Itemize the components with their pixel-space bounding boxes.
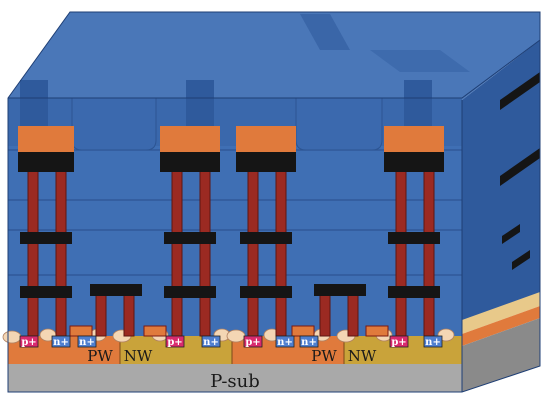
side-face-stripe-orange <box>462 306 540 346</box>
side-metal-stripe-2 <box>500 148 540 186</box>
diffusion-box-1 <box>19 335 39 348</box>
well-label-nw-2: NW <box>348 347 377 365</box>
diffusion-label-7: n+ <box>277 337 293 348</box>
diffusion-box-10 <box>423 335 443 348</box>
top-surface <box>8 12 540 100</box>
via-stack-short-1 <box>90 284 142 337</box>
diffusion-label-10: n+ <box>425 337 441 348</box>
trench-5 <box>404 80 432 130</box>
top-surface-notch <box>370 50 470 72</box>
side-metal-stripe-4 <box>512 250 530 270</box>
side-face-stripe-tan <box>462 292 540 334</box>
trench-2 <box>295 97 383 151</box>
trench-4 <box>186 80 214 130</box>
diffusion-label-3: n+ <box>79 337 95 348</box>
well-label-nw-1: NW <box>124 347 153 365</box>
diffusion-label-8: n+ <box>301 337 317 348</box>
diffusion-box-3 <box>77 335 97 348</box>
diffusion-label-1: p+ <box>21 337 36 348</box>
diffusion-box-2 <box>51 335 71 348</box>
substrate-label: P-sub <box>210 371 260 392</box>
side-face-substrate <box>462 318 540 392</box>
diffusion-box-8 <box>299 335 319 348</box>
diffusion-box-9 <box>389 335 409 348</box>
top-surface-ridge <box>300 14 350 50</box>
diffusion-regions: p+ n+ n+ p+ n+ p+ n+ n+ p+ n+ <box>19 335 443 348</box>
via-stack-3 <box>236 126 296 337</box>
well-label-pw-2: PW <box>311 347 337 365</box>
substrate-front <box>8 364 462 392</box>
diffusion-label-5: n+ <box>203 337 219 348</box>
side-metal-stripe-1 <box>500 72 540 110</box>
diffusion-box-4 <box>165 335 185 348</box>
diffusion-box-5 <box>201 335 221 348</box>
diffusion-label-4: p+ <box>167 337 182 348</box>
diffusion-box-7 <box>275 335 295 348</box>
trench-1 <box>71 97 157 151</box>
via-stack-short-2 <box>314 284 366 337</box>
diffusion-label-6: p+ <box>245 337 260 348</box>
well-label-pw-1: PW <box>87 347 113 365</box>
diffusion-label-2: n+ <box>53 337 69 348</box>
diffusion-box-6 <box>243 335 263 348</box>
side-metal-stripe-3 <box>502 224 520 244</box>
trench-3 <box>20 80 48 130</box>
diffusion-label-9: p+ <box>391 337 406 348</box>
block-outline <box>7 11 541 393</box>
